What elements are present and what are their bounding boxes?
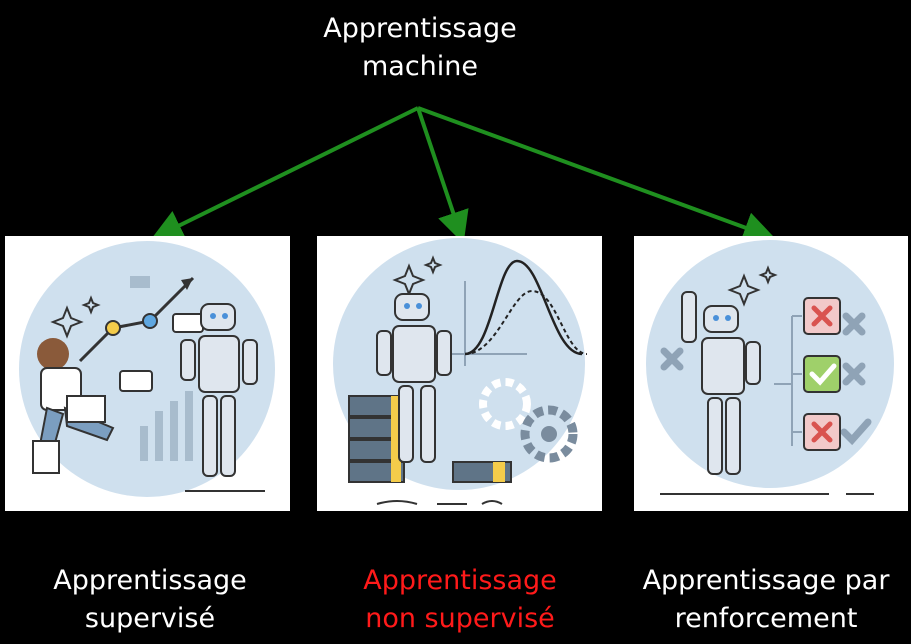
unsupervised-learning-illustration (317, 236, 602, 511)
caption-reinforcement-line1: Apprentissage par (642, 565, 890, 596)
caption-unsupervised-line2: non supervisé (365, 603, 555, 634)
caption-reinforcement-line2: renforcement (674, 603, 858, 634)
caption-unsupervised: Apprentissage non supervisé (310, 562, 610, 638)
arrow-to-unsupervised (416, 107, 469, 244)
root-node-label: Apprentissage machine (255, 10, 585, 86)
arrow-to-reinforcement (417, 106, 776, 243)
caption-supervised: Apprentissage supervisé (0, 562, 300, 638)
caption-supervised-line1: Apprentissage (53, 565, 247, 596)
caption-supervised-line2: supervisé (84, 603, 216, 634)
caption-unsupervised-line1: Apprentissage (363, 565, 557, 596)
supervised-learning-illustration (5, 236, 290, 511)
caption-reinforcement: Apprentissage par renforcement (621, 562, 911, 638)
root-label-line1: Apprentissage (323, 13, 517, 44)
reinforcement-learning-illustration (634, 236, 908, 511)
arrow-to-supervised (150, 106, 419, 240)
root-label-line2: machine (361, 51, 479, 82)
